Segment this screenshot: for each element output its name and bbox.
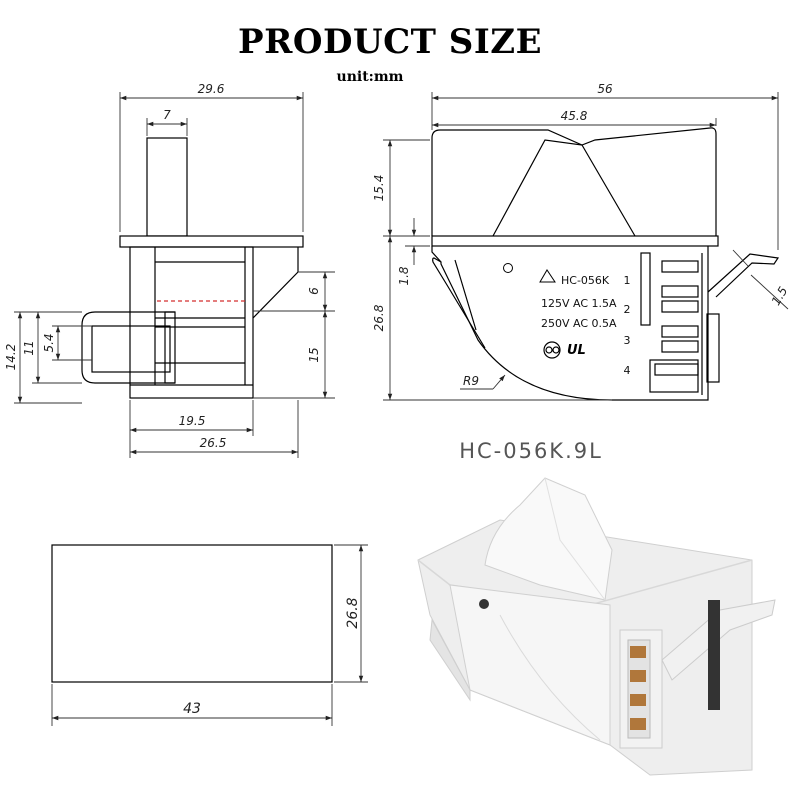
dim-14-2: 14.2 xyxy=(4,344,18,371)
dim-26-5: 26.5 xyxy=(200,436,227,450)
cutout-dimensions xyxy=(51,544,368,726)
cutout-height: 26.8 xyxy=(345,597,361,628)
dim-7: 7 xyxy=(163,108,171,122)
pin-number-3: 3 xyxy=(624,334,631,347)
dim-5-4: 5.4 xyxy=(42,333,56,352)
page-title: PRODUCT SIZE xyxy=(238,22,542,62)
front-view-drawing xyxy=(431,127,780,401)
ccc-mark-icon xyxy=(543,341,561,359)
product-photo xyxy=(417,477,776,776)
side-view-dimensions xyxy=(14,92,335,458)
label-rating-125v: 125V AC 1.5A xyxy=(541,297,617,310)
dim-26-8: 26.8 xyxy=(372,304,386,331)
dim-45-8: 45.8 xyxy=(561,109,588,123)
brand-logo-icon xyxy=(539,269,556,283)
cutout-width: 43 xyxy=(183,701,201,717)
dim-1-8: 1.8 xyxy=(397,266,411,285)
side-view-drawing xyxy=(81,137,304,399)
pin-number-2: 2 xyxy=(624,303,631,316)
indicator-hole xyxy=(503,263,513,273)
dim-1-5: 1.5 xyxy=(769,284,791,308)
ul-mark-icon: UL xyxy=(567,343,586,358)
label-rating-250v: 250V AC 0.5A xyxy=(541,317,617,330)
dim-19-5: 19.5 xyxy=(179,414,206,428)
dim-r9: R9 xyxy=(463,374,479,388)
dim-56: 56 xyxy=(597,82,613,96)
dim-11: 11 xyxy=(22,340,36,355)
pin-number-1: 1 xyxy=(624,274,631,287)
front-view-dimensions xyxy=(383,92,789,401)
dim-15: 15 xyxy=(307,347,321,362)
panel-cutout-drawing xyxy=(51,544,333,683)
model-name: HC-056K.9L xyxy=(459,439,603,463)
dim-29-6: 29.6 xyxy=(198,82,225,96)
front-label: HC-056K 125V AC 1.5A 250V AC 0.5A UL 1 2… xyxy=(539,269,631,377)
pin-number-4: 4 xyxy=(624,364,631,377)
dim-15-4: 15.4 xyxy=(372,175,386,202)
unit-label: unit:mm xyxy=(336,69,404,85)
label-model: HC-056K xyxy=(561,274,610,287)
dim-6: 6 xyxy=(307,287,321,295)
